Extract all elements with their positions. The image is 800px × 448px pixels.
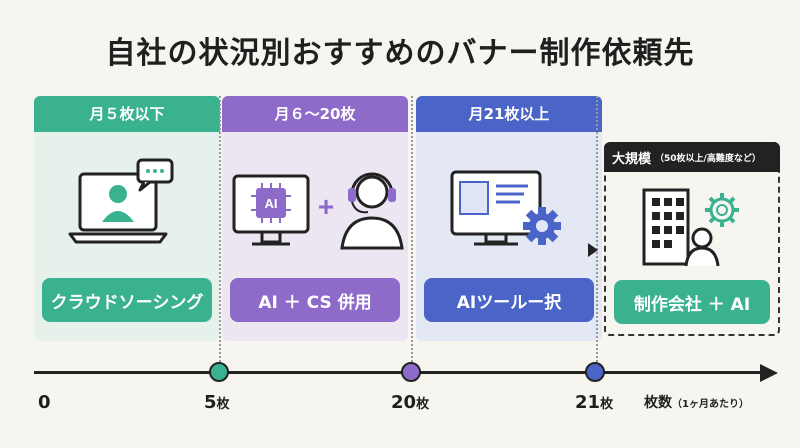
axis-title: 枚数（1ヶ月あたり） [644, 395, 749, 411]
tier-header: 月５枚以下 [34, 96, 220, 132]
monitor-ai-chip-icon: AI + [232, 174, 334, 246]
svg-text:AI: AI [265, 196, 278, 211]
headset-operator-icon [340, 172, 404, 250]
divider [596, 96, 598, 366]
tick-marker [585, 362, 605, 382]
tick-marker [209, 362, 229, 382]
tier-header: 月21枚以上 [416, 96, 602, 132]
divider [411, 96, 413, 366]
monitor-gear-icon [450, 170, 561, 246]
tick-label: 5枚 [204, 392, 230, 413]
laptop-chat-icon [68, 158, 174, 244]
divider [219, 96, 221, 366]
building-person-gear-icon [642, 188, 739, 267]
svg-text:+: + [318, 191, 334, 222]
tier-panel-mid: 月６〜20枚 AI + AI ＋ CS 併用 [222, 96, 408, 341]
large-scale-header: 大規模 （50枚以上/高難度など） [604, 142, 780, 172]
tier-panel-low: 月５枚以下 クラウドソーシング [34, 96, 220, 341]
agency-ai-label: 制作会社 ＋ AI [614, 280, 770, 324]
ai-cs-combo-label: AI ＋ CS 併用 [230, 278, 400, 322]
tier-header: 月６〜20枚 [222, 96, 408, 132]
tick-label: 0 [38, 392, 51, 413]
axis-line [34, 371, 764, 374]
crowdsourcing-label: クラウドソーシング [42, 278, 212, 322]
tick-marker [401, 362, 421, 382]
ai-tool-only-label: AIツールー択 [424, 278, 594, 322]
chevron-right-icon [588, 243, 598, 257]
tick-label: 21枚 [575, 392, 614, 413]
arrow-right-icon [760, 364, 778, 382]
tick-label: 20枚 [391, 392, 430, 413]
tier-panel-high: 月21枚以上 AIツールー択 [416, 96, 602, 341]
page-title: 自社の状況別おすすめのバナー制作依頼先 [105, 36, 695, 71]
